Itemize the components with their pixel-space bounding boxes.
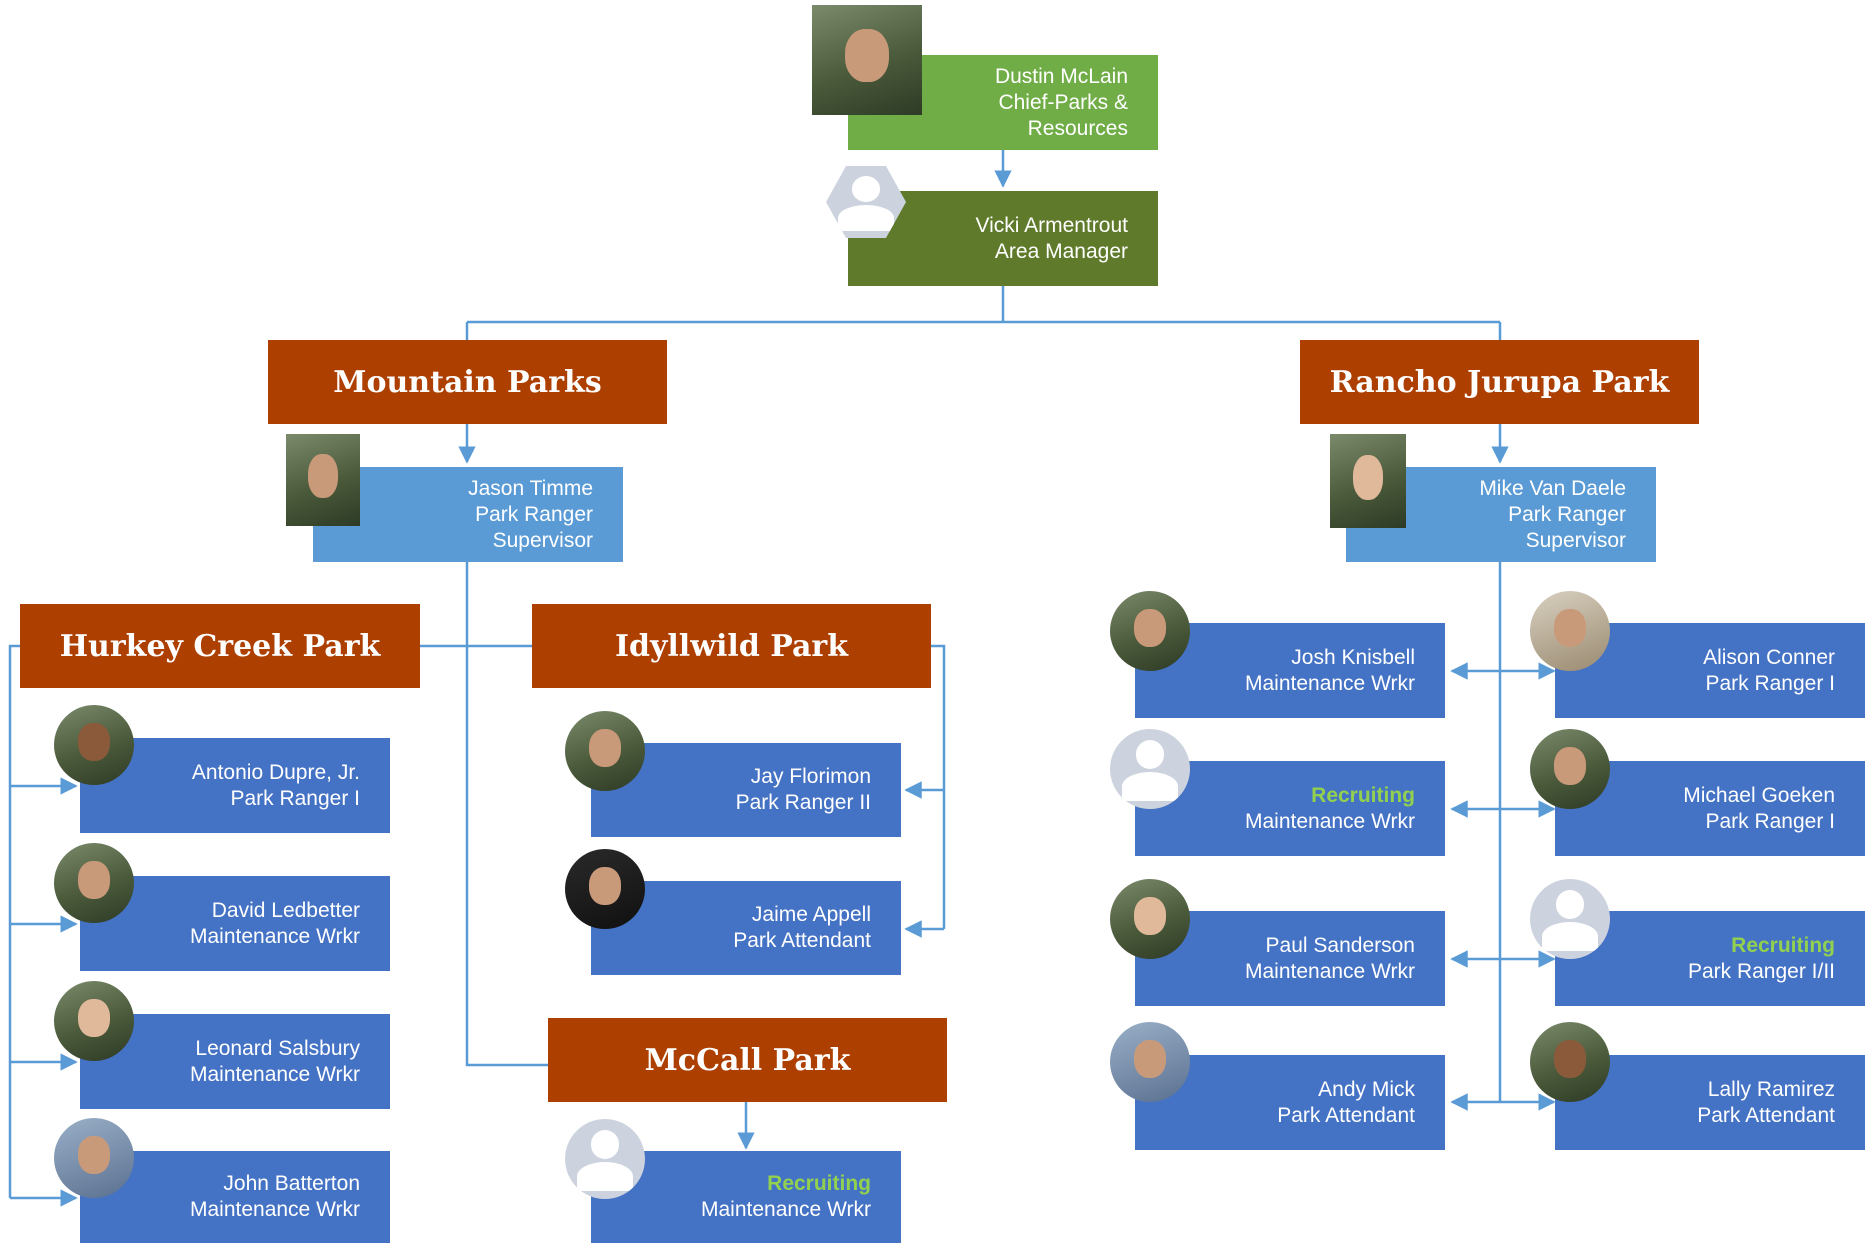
rancho-recruiting-ranger-title: Park Ranger I/II [1687, 959, 1835, 983]
rancho-recruiting-maintenance-label: Recruiting [1311, 783, 1415, 807]
josh-knisbell-photo [1110, 591, 1190, 671]
mccall-header: McCall Park [548, 1018, 947, 1102]
michael-goeken-photo [1530, 729, 1610, 809]
jason-tree-line [420, 562, 548, 1067]
jaime-appell-name: Jaime Appell [751, 903, 871, 926]
andy-mick-photo [1110, 1022, 1190, 1102]
mountain-parks-header: Mountain Parks [268, 340, 667, 424]
chief-name: Dustin McLain [994, 64, 1128, 88]
andy-mick-name: Andy Mick [1318, 1077, 1415, 1101]
jay-florimon-photo [565, 711, 645, 791]
jason-timme-name: Jason Timme [468, 476, 593, 500]
paul-sanderson-photo [1110, 879, 1190, 959]
mccall-recruiting-label: Recruiting [767, 1172, 871, 1195]
jason-timme-title-line2: Supervisor [492, 528, 593, 552]
lally-ramirez-photo [1530, 1022, 1610, 1102]
lally-ramirez-title: Park Attendant [1697, 1103, 1835, 1127]
manager-title: Area Manager [994, 239, 1128, 263]
mccall-no-photo: No Photo [565, 1119, 645, 1199]
rancho-recruiting-ranger-box: Recruiting Park Ranger I/II [1555, 911, 1865, 1006]
hurkey-bracket-line [8, 644, 20, 1198]
alison-conner-name: Alison Conner [1703, 645, 1835, 669]
rancho-maintenance-no-photo: No Photo [1110, 729, 1190, 809]
john-batterton-photo [54, 1118, 134, 1198]
josh-knisbell-name: Josh Knisbell [1291, 645, 1415, 669]
john-batterton-name: John Batterton [223, 1172, 360, 1195]
idyllwild-header: Idyllwild Park [532, 604, 931, 688]
jason-timme-photo [286, 434, 360, 526]
antonio-dupre-photo [54, 705, 134, 785]
mike-van-daele-title-line1: Park Ranger [1508, 502, 1626, 526]
michael-goeken-name: Michael Goeken [1683, 783, 1835, 807]
mike-van-daele-title-line2: Supervisor [1525, 528, 1626, 552]
josh-knisbell-title: Maintenance Wrkr [1244, 671, 1415, 695]
chief-title: Chief-Parks & Resources [998, 90, 1128, 140]
david-ledbetter-box: David Ledbetter Maintenance Wrkr [80, 876, 390, 971]
alison-conner-title: Park Ranger I [1705, 671, 1835, 695]
jason-timme-box: Jason Timme Park Ranger Supervisor [313, 467, 623, 562]
rancho-jurupa-header: Rancho Jurupa Park [1300, 340, 1699, 424]
leonard-salsbury-name: Leonard Salsbury [195, 1036, 360, 1060]
michael-goeken-title: Park Ranger I [1705, 809, 1835, 833]
david-ledbetter-photo [54, 843, 134, 923]
manager-to-sections-line [465, 286, 1502, 340]
paul-sanderson-title: Maintenance Wrkr [1244, 959, 1415, 983]
john-batterton-title: Maintenance Wrkr [189, 1198, 360, 1221]
leonard-salsbury-title: Maintenance Wrkr [189, 1062, 360, 1086]
jay-florimon-title: Park Ranger II [735, 791, 871, 814]
jay-florimon-name: Jay Florimon [750, 765, 871, 788]
rancho-recruiting-ranger-label: Recruiting [1731, 933, 1835, 957]
rancho-ranger-no-photo: No Photo [1530, 879, 1610, 959]
jaime-appell-title: Park Attendant [733, 929, 871, 952]
david-ledbetter-name: David Ledbetter [211, 898, 360, 922]
manager-name: Vicki Armentrout [975, 213, 1128, 237]
alison-conner-photo [1530, 591, 1610, 671]
antonio-dupre-name: Antonio Dupre, Jr. [191, 760, 360, 784]
jason-timme-title-line1: Park Ranger [475, 502, 593, 526]
paul-sanderson-name: Paul Sanderson [1265, 933, 1415, 957]
rancho-recruiting-maintenance-title: Maintenance Wrkr [1244, 809, 1415, 833]
mike-van-daele-photo [1330, 434, 1406, 528]
mike-van-daele-name: Mike Van Daele [1479, 476, 1626, 500]
antonio-dupre-title: Park Ranger I [230, 786, 360, 810]
mccall-recruiting-title: Maintenance Wrkr [700, 1198, 871, 1221]
jay-florimon-box: Jay Florimon Park Ranger II [591, 743, 901, 837]
chief-photo [812, 5, 922, 115]
david-ledbetter-title: Maintenance Wrkr [189, 924, 360, 948]
idyllwild-bracket-line [931, 644, 946, 929]
hurkey-creek-header: Hurkey Creek Park [20, 604, 420, 688]
andy-mick-title: Park Attendant [1277, 1103, 1415, 1127]
jaime-appell-photo [565, 849, 645, 929]
leonard-salsbury-photo [54, 981, 134, 1061]
lally-ramirez-name: Lally Ramirez [1707, 1077, 1835, 1101]
